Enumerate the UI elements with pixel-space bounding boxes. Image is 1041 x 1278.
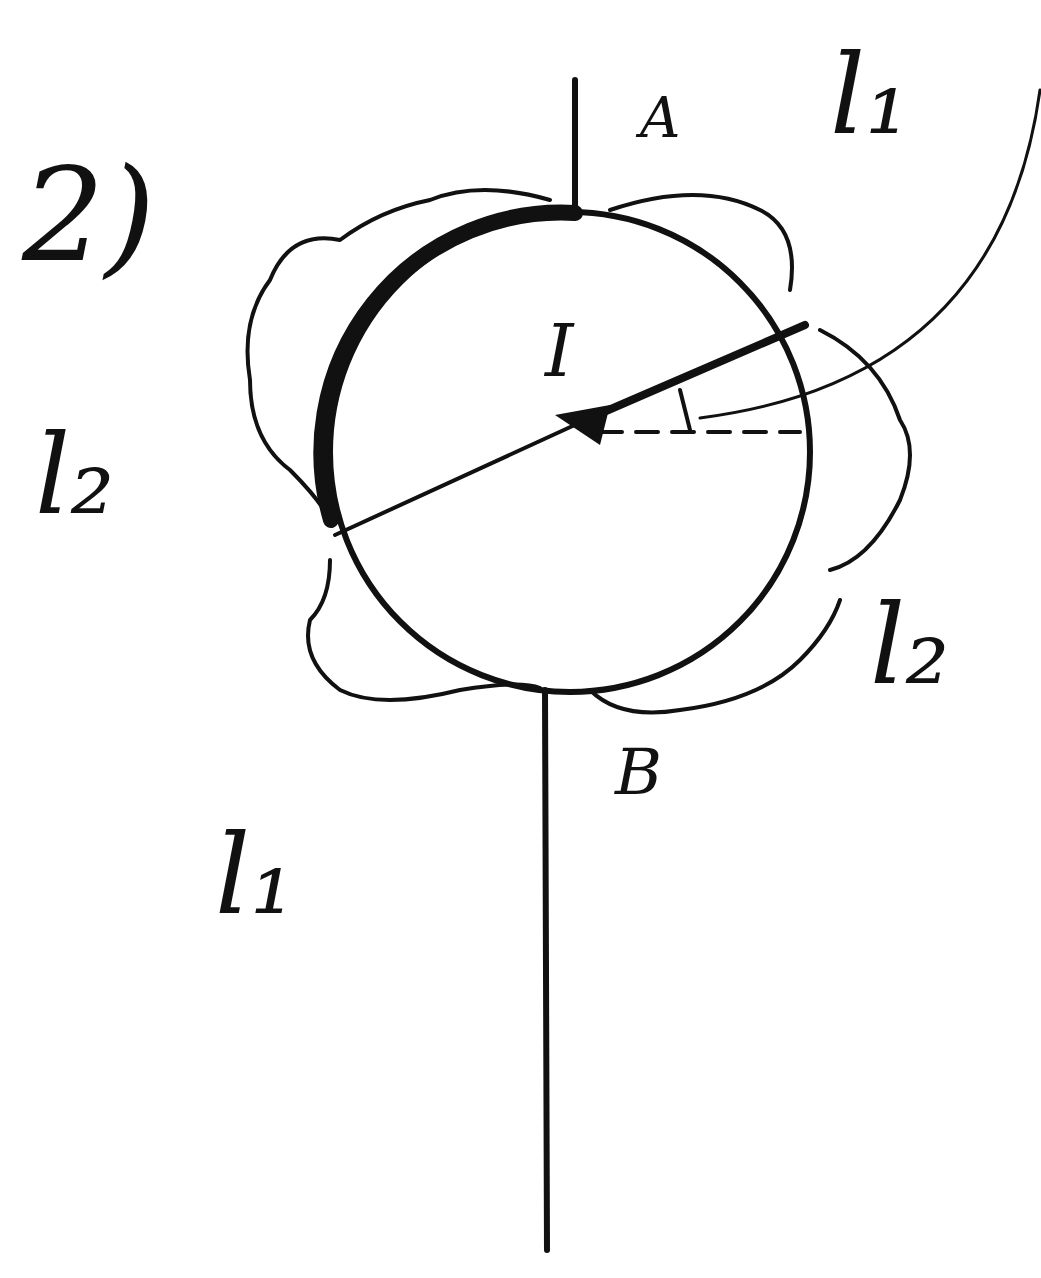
- current-label: I: [545, 315, 573, 387]
- wire-top: [572, 80, 578, 213]
- brace: [610, 195, 792, 290]
- dashed-line: [600, 430, 800, 434]
- radius-line: [335, 418, 590, 535]
- length-label: l₁: [830, 40, 909, 150]
- angle-mark: [680, 390, 690, 430]
- brace: [820, 330, 910, 570]
- brace: [590, 600, 840, 713]
- brace: [308, 560, 540, 700]
- thick-arc: [321, 213, 575, 520]
- point-label: B: [615, 740, 662, 804]
- brace: [248, 190, 551, 520]
- wire-bottom: [545, 690, 547, 1250]
- length-label: l₂: [870, 590, 949, 700]
- point-label: A: [640, 90, 680, 146]
- part-number: 2): [22, 150, 155, 280]
- arrowhead: [555, 405, 610, 445]
- length-label: l₁: [215, 820, 294, 930]
- ring: [330, 212, 810, 692]
- length-label: l₂: [35, 420, 114, 530]
